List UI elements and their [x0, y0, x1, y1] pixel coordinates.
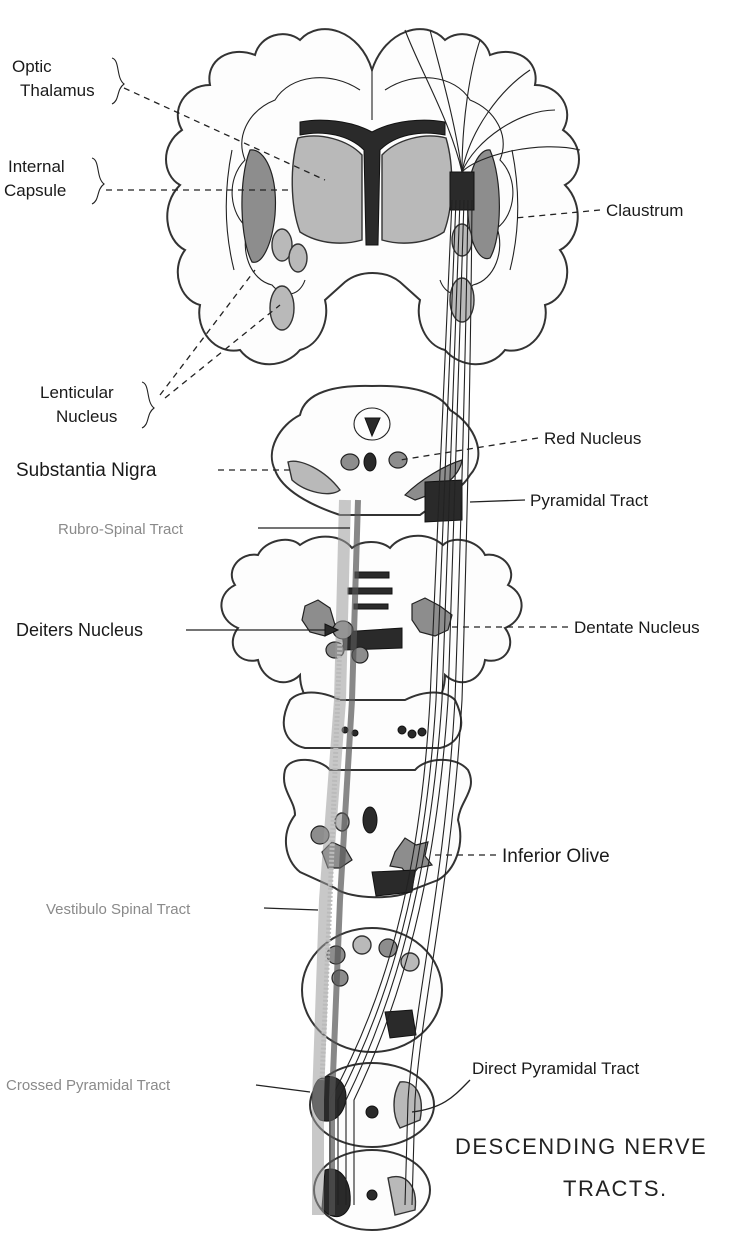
- optic-thalamus-right: [382, 136, 452, 243]
- label-deiters-nucleus: Deiters Nucleus: [16, 620, 143, 640]
- cerebrum-section: [166, 29, 580, 364]
- internal-capsule-block: [450, 172, 474, 210]
- title-line-1: DESCENDING NERVE: [455, 1134, 707, 1159]
- brace-lenticular-nucleus: [142, 382, 154, 428]
- medulla-center-nucleus: [363, 807, 377, 833]
- red-nucleus-right: [389, 452, 407, 468]
- cord-lower-canal: [367, 1190, 377, 1200]
- label-lenticular-nucleus-2: Nucleus: [56, 407, 117, 426]
- label-crossed-pyramidal-tract: Crossed Pyramidal Tract: [6, 1077, 171, 1094]
- pyramid-medulla: [372, 870, 415, 896]
- optic-thalamus: [292, 136, 362, 243]
- label-pyramidal-tract: Pyramidal Tract: [530, 491, 648, 510]
- leader-pyramidal-tract: [470, 500, 525, 502]
- label-claustrum: Claustrum: [606, 201, 683, 220]
- label-dentate-nucleus: Dentate Nucleus: [574, 618, 700, 637]
- label-optic-thalamus-2: Thalamus: [20, 81, 95, 100]
- cerebellum-outline: [221, 536, 521, 716]
- label-internal-capsule-2: Capsule: [4, 181, 66, 200]
- red-nucleus-center: [364, 453, 376, 471]
- cord-middle-canal: [366, 1106, 378, 1118]
- brace-optic-thalamus: [112, 58, 124, 104]
- label-optic-thalamus-1: Optic: [12, 57, 52, 76]
- label-vestibulo-spinal-tract: Vestibulo Spinal Tract: [46, 901, 191, 918]
- label-substantia-nigra: Substantia Nigra: [16, 460, 157, 481]
- label-rubro-spinal-tract: Rubro-Spinal Tract: [58, 521, 184, 538]
- label-internal-capsule-1: Internal: [8, 157, 65, 176]
- medulla-section: [284, 760, 471, 897]
- leader-crossed-pyramidal: [256, 1085, 310, 1092]
- red-nucleus-left: [341, 454, 359, 470]
- lenticular-nucleus-left-4: [270, 286, 294, 330]
- pons-cerebellum-section: [221, 536, 521, 748]
- leader-vestibulo-spinal: [264, 908, 318, 910]
- label-direct-pyramidal-tract: Direct Pyramidal Tract: [472, 1059, 639, 1078]
- title-line-2: TRACTS.: [563, 1176, 668, 1201]
- lenticular-nucleus-left-3: [289, 244, 307, 272]
- fourth-ventricle-bar-3: [354, 604, 388, 609]
- brace-internal-capsule: [92, 158, 104, 204]
- label-inferior-olive: Inferior Olive: [502, 846, 610, 867]
- label-lenticular-nucleus-1: Lenticular: [40, 383, 114, 402]
- label-red-nucleus: Red Nucleus: [544, 429, 641, 448]
- fourth-ventricle-bar-1: [355, 572, 389, 578]
